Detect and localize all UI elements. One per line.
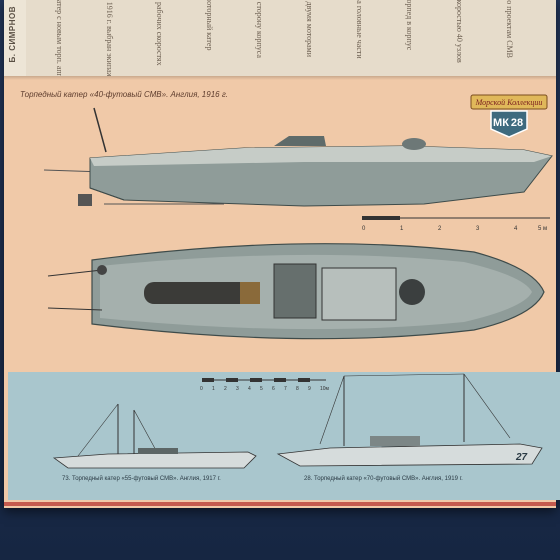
- hull-number: 27: [515, 452, 528, 463]
- svg-text:5: 5: [260, 386, 263, 392]
- svg-text:10м: 10м: [320, 386, 330, 392]
- svg-text:9: 9: [308, 386, 311, 392]
- top-scale-bar: 0 1 2 3 4 5 м: [362, 216, 550, 232]
- svg-text:2: 2: [224, 386, 227, 392]
- scale-tick: 3: [476, 226, 480, 232]
- spine-text: Б. СИМРНОВ: [4, 0, 26, 76]
- scale-tick: 0: [362, 226, 366, 232]
- magazine-page: катер с новым торп. аппаратом в 1916 г. …: [4, 0, 560, 508]
- svg-text:7: 7: [284, 386, 287, 392]
- scale-tick: 4: [514, 226, 518, 232]
- caption-70ft: 28. Торпедный катер «70-футовый СМВ». Ан…: [304, 476, 463, 482]
- scale-tick: 1: [400, 226, 404, 232]
- boat-70ft-drawing: 27: [276, 373, 543, 467]
- svg-text:3: 3: [236, 386, 239, 392]
- page-fold: [4, 76, 556, 80]
- svg-text:8: 8: [296, 386, 299, 392]
- svg-text:4: 4: [248, 386, 251, 392]
- svg-text:0: 0: [200, 386, 203, 392]
- plan-view-drawing: [47, 243, 545, 340]
- secondary-plate: 0 1 2 3 4 5 6 7 8 9 10м: [8, 372, 560, 500]
- top-plate-caption: Торпедный катер «40-футовый СМВ». Англия…: [20, 90, 228, 99]
- page-edge-stripe: [4, 502, 556, 506]
- previous-page-text: катер с новым торп. аппаратом в 1916 г. …: [4, 0, 556, 76]
- scale-tick: 5 м: [538, 226, 547, 232]
- svg-text:1: 1: [212, 386, 215, 392]
- caption-55ft: 73. Торпедный катер «55-футовый СМВ». Ан…: [62, 476, 221, 482]
- spine-author: Б. СИМРНОВ: [8, 6, 17, 63]
- side-profile-drawing: [43, 107, 553, 207]
- series-logo: Морской Коллекции МК 28: [470, 94, 548, 138]
- badge-letters: МК: [493, 117, 509, 129]
- badge-number: 28: [511, 117, 523, 129]
- svg-text:6: 6: [272, 386, 275, 392]
- bottom-scale-bar: 0 1 2 3 4 5 6 7 8 9 10м: [200, 378, 330, 392]
- series-label: Морской Коллекции: [475, 98, 543, 107]
- scale-tick: 2: [438, 226, 442, 232]
- boat-55ft-drawing: [52, 403, 257, 469]
